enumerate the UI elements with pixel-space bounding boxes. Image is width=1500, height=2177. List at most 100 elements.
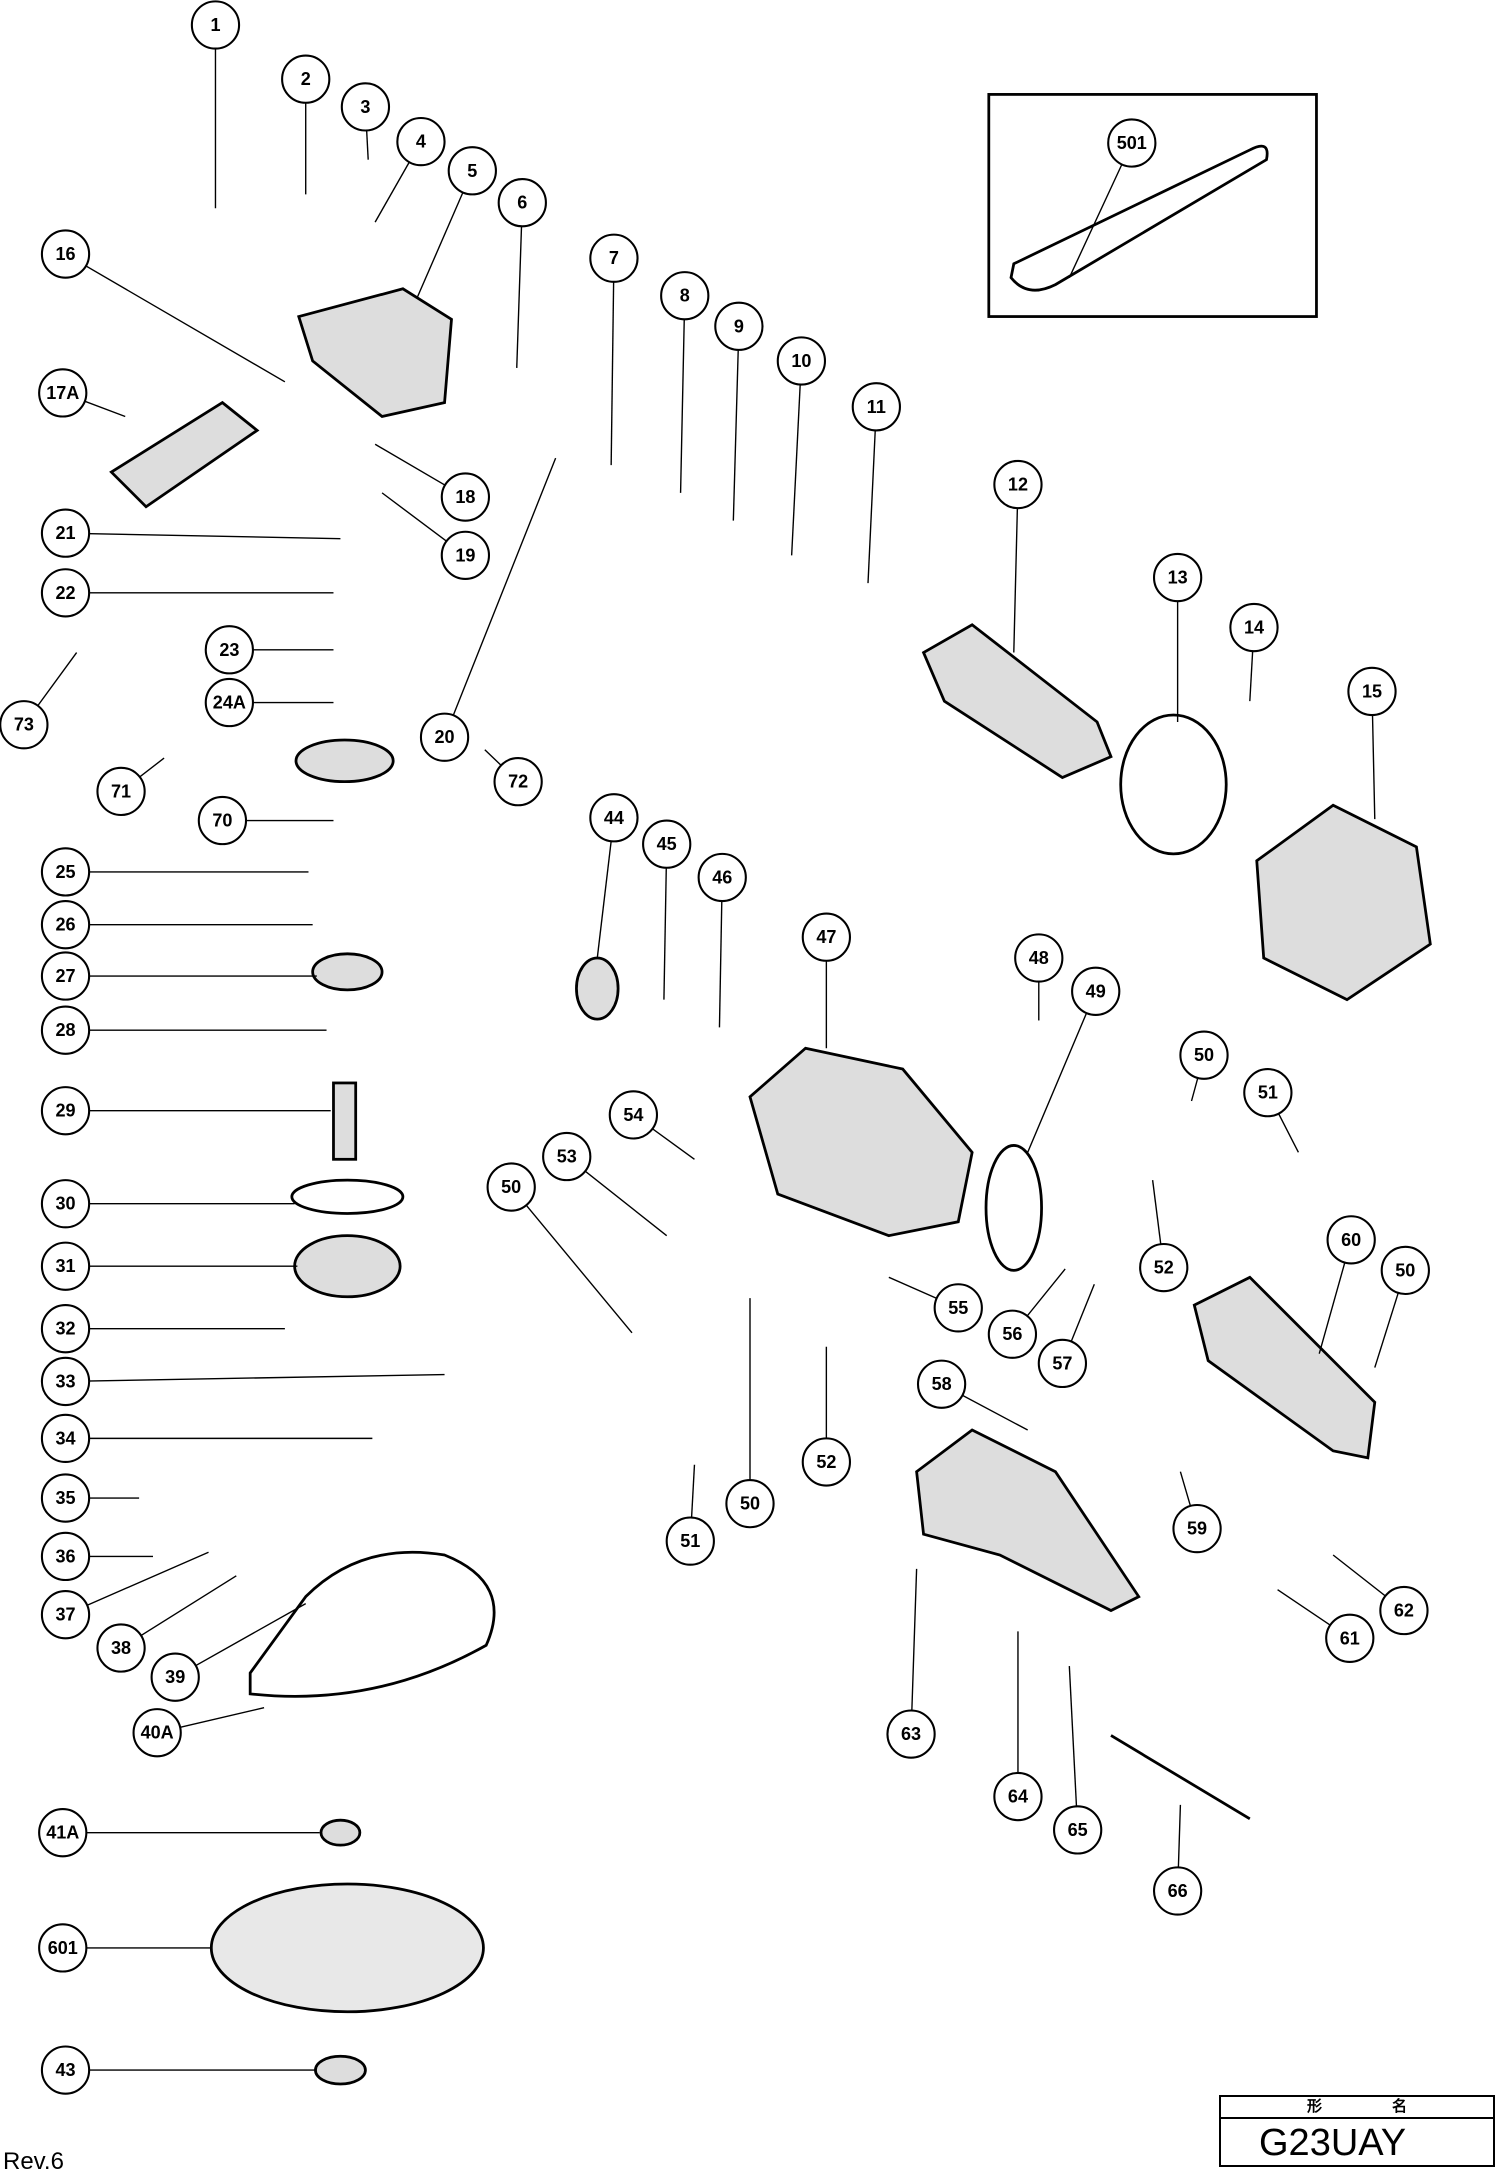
part-label-20: 20 (419, 712, 470, 762)
part-number: 70 (212, 811, 232, 831)
wrench-box (987, 93, 1318, 318)
part-label-601: 601 (38, 1923, 88, 1973)
label-circle (40, 2045, 91, 2095)
part-number: 26 (55, 915, 75, 935)
leader-line-37 (65, 1551, 209, 1616)
label-circle (993, 459, 1043, 510)
part-number: 63 (901, 1724, 921, 1744)
part-number: 55 (948, 1298, 968, 1318)
part-label-50: 50 (1179, 1030, 1229, 1080)
part-number: 50 (1194, 1045, 1214, 1065)
part-number: 46 (712, 867, 732, 887)
leader-line-46 (718, 877, 723, 1028)
part-label-39: 39 (150, 1652, 200, 1702)
part-label-501: 501 (1107, 118, 1157, 168)
label-circle (1179, 1030, 1229, 1080)
part-label-47: 47 (801, 912, 852, 962)
part-number: 15 (1362, 681, 1382, 701)
part-number: 50 (1395, 1260, 1415, 1280)
label-circle (1053, 1805, 1103, 1855)
label-circle (1380, 1245, 1430, 1296)
label-circle (40, 1356, 91, 1407)
label-circle (96, 1623, 146, 1673)
leader-line-11 (867, 406, 878, 584)
part-label-55: 55 (933, 1283, 983, 1333)
part-number: 27 (55, 966, 75, 986)
part-number: 50 (501, 1177, 521, 1197)
label-circle (40, 1473, 91, 1523)
part-label-5: 5 (447, 146, 497, 196)
label-circle (190, 0, 241, 50)
label-circle (204, 625, 254, 675)
wheel-washer-41A (319, 1818, 362, 1847)
part-number: 6 (517, 193, 527, 213)
label-circle (1325, 1613, 1375, 1663)
label-circle (1243, 1068, 1293, 1118)
part-label-51: 51 (1243, 1068, 1293, 1118)
label-circle (725, 1478, 775, 1529)
part-number: 32 (55, 1319, 75, 1339)
part-number: 62 (1394, 1601, 1414, 1621)
part-label-53: 53 (542, 1131, 592, 1182)
part-number: 54 (623, 1105, 643, 1125)
label-circle (486, 1162, 536, 1212)
label-circle (851, 382, 901, 432)
part-label-35: 35 (40, 1473, 91, 1523)
part-number: 8 (680, 286, 690, 306)
part-number: 50 (740, 1494, 760, 1514)
part-label-15: 15 (1347, 666, 1397, 717)
part-number: 9 (734, 316, 744, 336)
label-circle (1107, 118, 1157, 168)
fan-guide-13 (1119, 713, 1228, 856)
part-number: 16 (55, 244, 75, 264)
leader-line-9 (732, 326, 740, 521)
part-label-32: 32 (40, 1304, 91, 1354)
leader-line-10 (790, 360, 803, 556)
part-number: 39 (165, 1667, 185, 1687)
label-circle (1037, 1338, 1088, 1389)
part-label-41A: 41A (38, 1808, 88, 1858)
leader-line-49 (1027, 991, 1097, 1153)
part-label-3: 3 (340, 82, 391, 132)
housing-47 (748, 1046, 974, 1238)
leader-line-8 (679, 295, 686, 493)
part-number: 37 (55, 1605, 75, 1625)
part-label-38: 38 (96, 1623, 146, 1673)
label-circle (1229, 602, 1279, 653)
label-circle (396, 116, 446, 167)
part-label-45: 45 (642, 819, 692, 869)
part-number: 59 (1187, 1519, 1207, 1539)
part-number: 14 (1244, 618, 1264, 638)
part-number: 36 (55, 1546, 75, 1566)
part-number: 49 (1086, 981, 1106, 1001)
label-circle (40, 951, 91, 1001)
stator-15 (1255, 803, 1432, 1002)
part-label-54: 54 (608, 1090, 659, 1140)
part-label-1: 1 (190, 0, 241, 50)
part-number: 51 (680, 1531, 700, 1551)
part-number: 24A (213, 693, 246, 713)
part-drawings (109, 93, 1432, 2086)
wrench-501 (1009, 144, 1269, 292)
part-number: 52 (1154, 1258, 1174, 1278)
label-circle (40, 568, 91, 618)
model-name: G23UAY (1259, 2122, 1407, 2164)
part-number: 40A (141, 1723, 174, 1743)
wheel-guard-40A (248, 1550, 496, 1698)
wheel-nut-43 (314, 2054, 367, 2086)
part-label-66: 66 (1152, 1866, 1203, 1916)
part-label-50: 50 (486, 1162, 536, 1212)
part-label-70: 70 (197, 795, 248, 846)
part-label-29: 29 (40, 1086, 91, 1136)
label-circle (589, 233, 639, 283)
part-label-21: 21 (40, 508, 91, 558)
label-circle (447, 146, 497, 196)
label-circle (987, 1309, 1038, 1359)
handle-60 (1192, 1275, 1377, 1460)
part-label-50: 50 (1380, 1245, 1430, 1296)
label-circle (40, 1413, 91, 1464)
label-circle (38, 1808, 88, 1858)
part-number: 45 (657, 834, 677, 854)
label-circle (608, 1090, 659, 1140)
label-circle (993, 1771, 1043, 1822)
